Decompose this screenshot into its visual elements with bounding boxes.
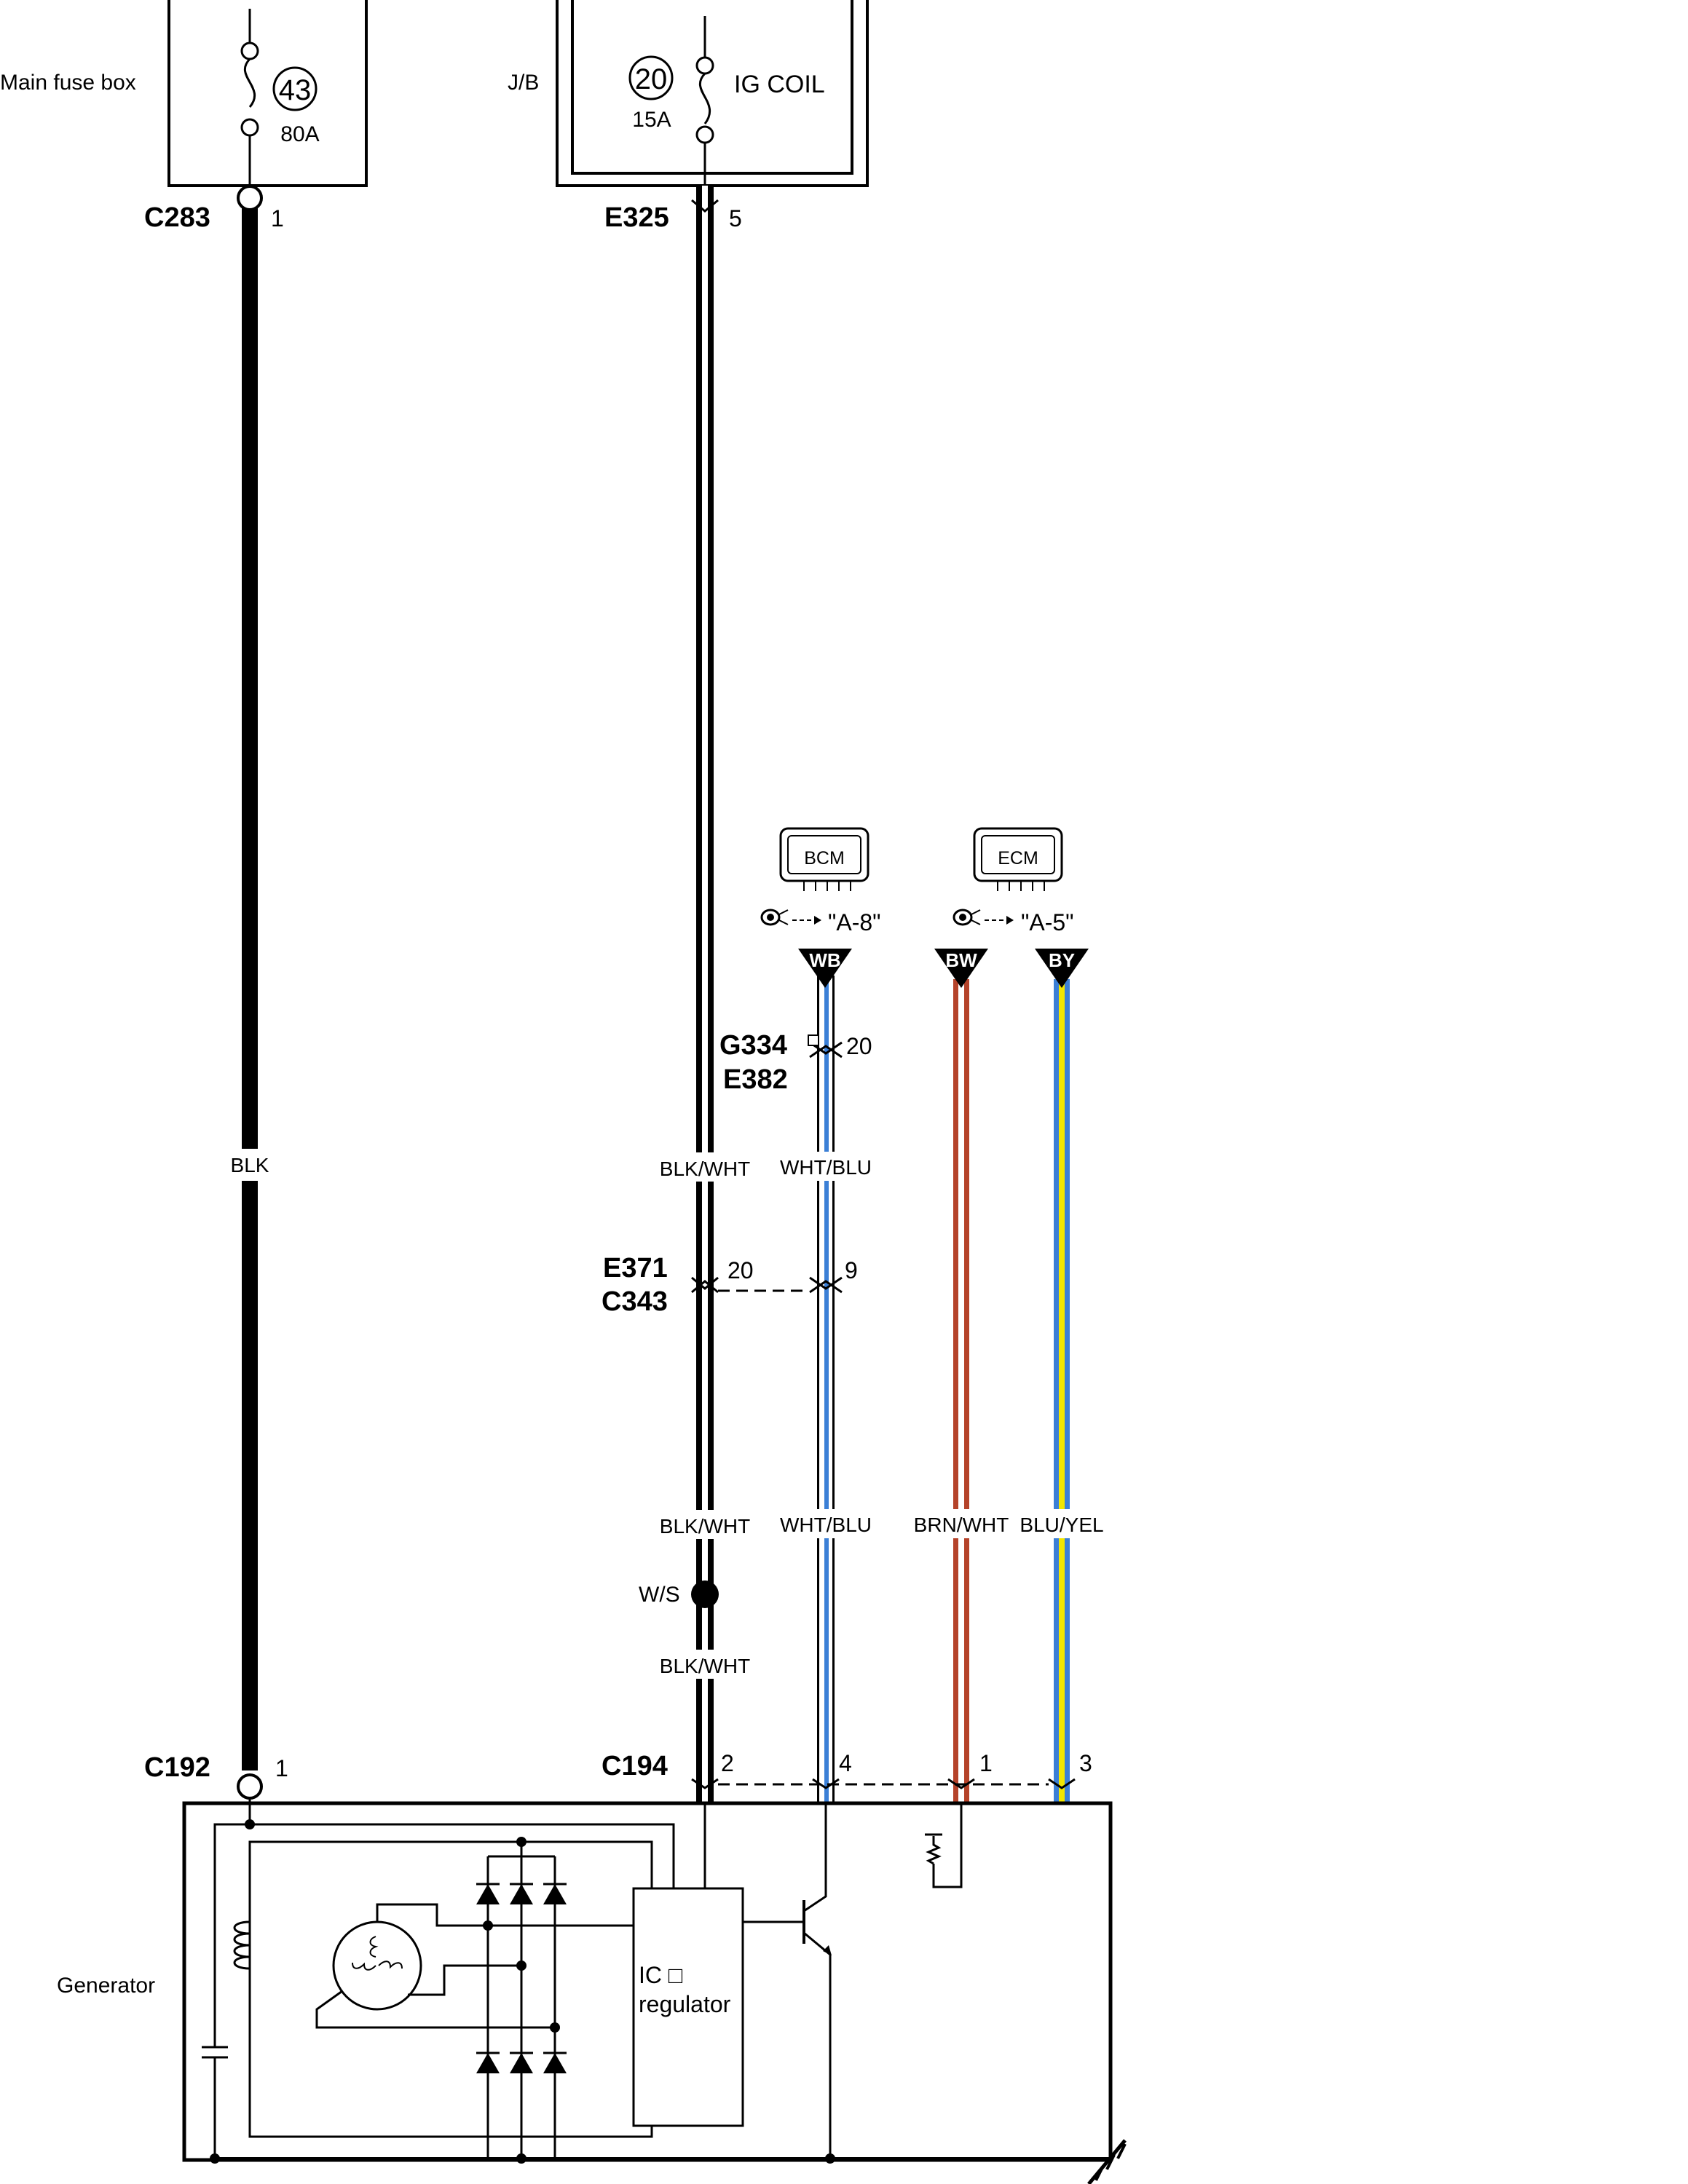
wire-blk xyxy=(232,185,268,1800)
ecm-module: ECM xyxy=(973,827,1063,891)
connector-e325-pin: 5 xyxy=(729,205,742,232)
capacitor-icon xyxy=(200,2046,229,2059)
splice-ws-label: W/S xyxy=(639,1583,680,1607)
connector-e371: E371 xyxy=(603,1253,668,1283)
bcm-label: BCM xyxy=(804,848,845,869)
rectifier-bridge-icon xyxy=(476,1837,634,2159)
connector-e371-pin: 20 xyxy=(727,1257,754,1283)
connector-c194-pin-4: 4 xyxy=(839,1750,852,1776)
wire-label-blu-yel: BLU/YEL xyxy=(1019,1514,1103,1536)
bcm-reference: "A-8" xyxy=(828,909,881,935)
connector-c194: C194 xyxy=(602,1751,668,1781)
resistor-icon xyxy=(925,1803,963,1888)
junction-block: 20 15A IG COIL xyxy=(556,0,869,187)
wire-brn-wht xyxy=(915,979,1008,1803)
fuse-20-number: 20 xyxy=(635,63,668,95)
ecm-reference: "A-5" xyxy=(1021,909,1074,935)
connector-g334-pin: 20 xyxy=(846,1033,872,1059)
connector-e325: E325 xyxy=(604,202,669,233)
connector-c343-pin: 9 xyxy=(845,1257,858,1283)
field-coil-icon xyxy=(233,1907,251,1970)
ic-regulator-box xyxy=(632,1887,744,2127)
tag-bw-text: BW xyxy=(945,949,977,971)
tag-by-text: BY xyxy=(1049,949,1075,971)
tag-bw: BW xyxy=(934,949,988,988)
wire-label-blk-wht-3: BLK/WHT xyxy=(660,1655,750,1677)
bcm-module: BCM xyxy=(779,827,869,891)
fuse-20-icon: 20 xyxy=(628,55,674,100)
fuse-43-rating: 80A xyxy=(280,122,319,146)
ecm-reference-icon xyxy=(953,909,1014,926)
fuse-43-icon: 43 xyxy=(272,66,318,111)
wire-label-blk: BLK xyxy=(231,1154,269,1176)
generator-label: Generator xyxy=(57,1974,155,1998)
wire-label-blk-wht-1: BLK/WHT xyxy=(660,1158,750,1180)
main-fuse-box-label: Main fuse box xyxy=(0,71,136,95)
fuse-20-rating: 15A xyxy=(632,108,671,132)
connector-c194-pin-3: 3 xyxy=(1079,1750,1092,1776)
wire-label-blk-wht-2: BLK/WHT xyxy=(660,1515,750,1538)
tag-by: BY xyxy=(1035,949,1089,988)
tag-wb: WB xyxy=(798,949,852,988)
wire-label-wht-blu-2: WHT/BLU xyxy=(780,1514,872,1536)
wire-label-wht-blu-1: WHT/BLU xyxy=(780,1156,872,1179)
fuse-43-number: 43 xyxy=(279,74,312,106)
transistor-icon xyxy=(743,1803,832,2159)
ic-regulator-label-1: IC □ xyxy=(639,1962,683,1988)
connector-e382: E382 xyxy=(723,1064,788,1095)
stator-icon xyxy=(315,1903,557,2029)
ground-icon xyxy=(1087,2139,1127,2184)
wire-wht-blu xyxy=(788,976,868,1803)
wire-blk-wht xyxy=(658,186,752,1803)
connector-c343: C343 xyxy=(602,1286,668,1317)
ecm-label: ECM xyxy=(998,848,1038,869)
connector-c194-pin-1: 1 xyxy=(979,1750,993,1776)
generator-unit xyxy=(182,1798,1113,2164)
connector-c194-pin-2: 2 xyxy=(721,1750,734,1776)
connector-g334: G334 xyxy=(719,1030,787,1061)
ic-regulator-label-2: regulator xyxy=(639,1991,731,2017)
bcm-reference-icon xyxy=(760,909,821,926)
fuse-20-name: IG COIL xyxy=(734,71,825,98)
splice-ws-dot xyxy=(691,1580,719,1608)
connector-c192: C192 xyxy=(144,1752,210,1783)
jb-label: J/B xyxy=(508,71,539,95)
connector-c283: C283 xyxy=(144,202,210,233)
main-fuse-box: 43 80A xyxy=(167,0,368,187)
wire-label-brn-wht: BRN/WHT xyxy=(914,1514,1009,1536)
connector-c192-pin: 1 xyxy=(275,1755,288,1781)
wire-blu-yel xyxy=(1018,979,1105,1803)
tag-wb-text: WB xyxy=(809,949,840,971)
connector-c283-pin: 1 xyxy=(271,205,284,232)
